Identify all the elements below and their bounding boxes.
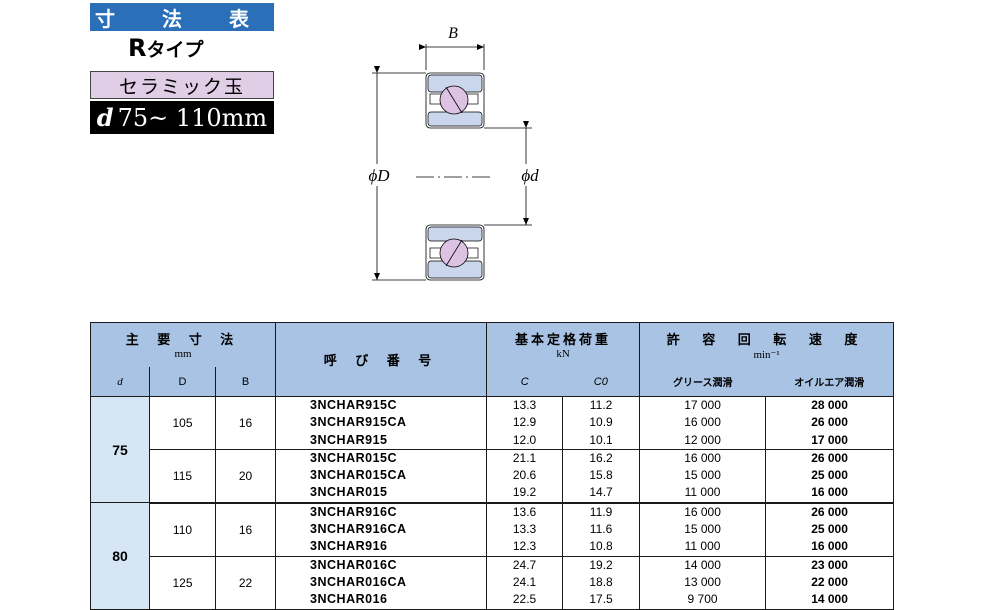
designation-item: 3NCHAR916CA xyxy=(310,522,407,537)
designation-cell: 3NCHAR915C 3NCHAR915CA 3NCHAR915 xyxy=(275,396,488,450)
designation-item: 3NCHAR016CA xyxy=(310,574,407,589)
designation-cell: 3NCHAR016C 3NCHAR016CA 3NCHAR016 xyxy=(275,555,488,610)
col-header-D: D xyxy=(178,376,187,389)
range-symbol: d xyxy=(96,103,114,132)
table-row: 80 110 16 3NCHAR916C 3NCHAR916CA 3NCHAR9… xyxy=(90,502,895,610)
col-header-C0: C0 xyxy=(593,376,608,389)
designation-item: 3NCHAR016C xyxy=(310,557,398,572)
table-row: 75 105 16 3NCHAR915C 3NCHAR915CA 3NCHAR9… xyxy=(90,395,895,504)
designation-item: 3NCHAR015 xyxy=(310,485,388,500)
dimension-spec-table: 主 要 寸 法 mm 呼 び 番 号 基本定格荷重 kN 許 容 回 転 速 度… xyxy=(89,322,895,610)
col-header-oil-air: オイルエア潤滑 xyxy=(794,377,865,389)
load-rating-unit: kN xyxy=(556,348,570,361)
designation-item: 3NCHAR915C xyxy=(310,398,398,412)
bearing-cross-section-diagram: B ϕD ϕd xyxy=(364,25,542,281)
designation-item: 3NCHAR916 xyxy=(310,539,388,554)
dimension-table-title: 寸 法 表 xyxy=(90,3,274,31)
bore-d-cell: 80 xyxy=(90,502,150,610)
designation-item: 3NCHAR015C xyxy=(310,450,398,465)
width-B-cell: 22 xyxy=(214,555,277,610)
width-B-cell: 16 xyxy=(214,502,277,557)
outer-D-cell: 115 xyxy=(149,448,216,504)
speed-header: 許 容 回 転 速 度 min⁻¹ xyxy=(639,322,895,367)
label-bore-diameter-d: ϕd xyxy=(521,166,539,185)
designation-header: 呼 び 番 号 xyxy=(275,322,488,397)
width-B-cell: 20 xyxy=(214,448,277,504)
main-dimensions-header: 主 要 寸 法 mm xyxy=(89,322,277,367)
type-suffix: タイプ xyxy=(146,39,204,61)
width-B-cell: 16 xyxy=(214,396,277,450)
designation-item: 3NCHAR916C xyxy=(310,504,398,519)
type-main: R xyxy=(128,34,147,62)
lower-bearing-section xyxy=(425,224,485,281)
upper-bearing-section xyxy=(425,72,485,129)
col-header-d: d xyxy=(117,376,123,389)
designation-cell: 3NCHAR015C 3NCHAR015CA 3NCHAR015 xyxy=(275,448,488,504)
designation-item: 3NCHAR016 xyxy=(310,592,388,607)
outer-D-cell: 105 xyxy=(149,396,216,450)
main-dimensions-unit: mm xyxy=(174,348,192,361)
label-width-B: B xyxy=(448,25,458,42)
label-outer-diameter-D: ϕD xyxy=(368,166,390,185)
designation-item: 3NCHAR015CA xyxy=(310,468,407,483)
col-header-grease: グリース潤滑 xyxy=(673,377,733,389)
designation-item: 3NCHAR915 xyxy=(310,432,388,447)
designation-item: 3NCHAR915CA xyxy=(310,415,407,430)
designation-cell: 3NCHAR916C 3NCHAR916CA 3NCHAR916 xyxy=(275,502,488,557)
table-row: 125 22 3NCHAR016C 3NCHAR016CA 3NCHAR016 … xyxy=(91,555,895,610)
load-rating-header: 基本定格荷重 kN xyxy=(486,322,641,367)
outer-D-cell: 125 xyxy=(149,555,216,610)
table-row: 115 20 3NCHAR015C 3NCHAR015CA 3NCHAR015 … xyxy=(91,448,895,504)
col-header-B: B xyxy=(241,376,250,389)
bore-d-cell: 75 xyxy=(90,395,150,504)
range-text: 75~ 110mm xyxy=(117,103,268,132)
type-label: Rタイプ xyxy=(128,34,204,62)
col-header-C: C xyxy=(520,376,529,389)
speed-unit: min⁻¹ xyxy=(753,348,780,361)
ceramic-ball-label: セラミック玉 xyxy=(90,71,274,99)
outer-D-cell: 110 xyxy=(149,502,216,557)
